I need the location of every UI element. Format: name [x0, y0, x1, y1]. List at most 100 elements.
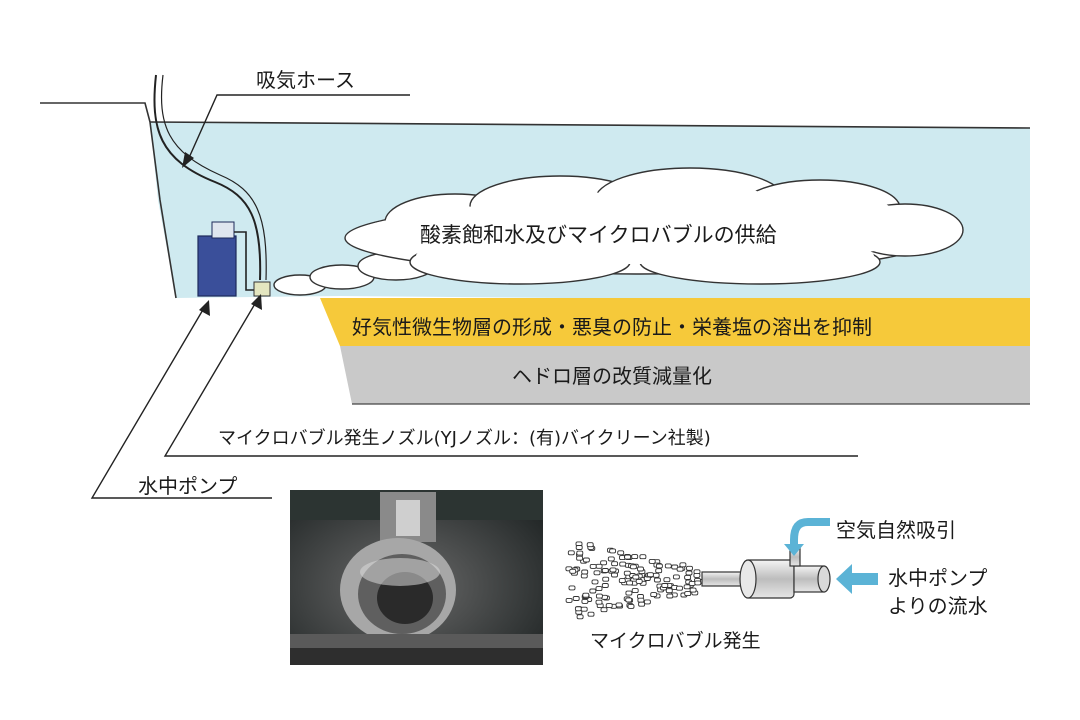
microbubble-dot	[636, 579, 642, 583]
sludge-layer-label: ヘドロ層の改質減量化	[512, 366, 712, 386]
microbubble-dot	[673, 575, 679, 579]
microbubble-dot	[596, 587, 602, 591]
microbubble-dot	[606, 604, 612, 608]
microbubble-dot	[632, 555, 638, 559]
intake-hose-label: 吸気ホース	[256, 70, 355, 90]
nozzle-photo	[290, 490, 543, 665]
microbubble-dot	[651, 593, 657, 597]
microbubble-dot	[610, 549, 616, 553]
microbubble-dot	[581, 607, 587, 611]
microbubble-dot	[619, 579, 625, 583]
microbubble-dot	[582, 570, 588, 574]
microbubble-dot	[620, 562, 626, 566]
microbubble-dot	[596, 564, 602, 568]
air-intake-label: 空気自然吸引	[836, 520, 956, 540]
microbubble-dots	[566, 542, 702, 619]
microbubble-dot	[695, 581, 701, 585]
pump-leader-line	[92, 308, 272, 498]
microbubble-dot	[640, 555, 646, 559]
microbubble-dot	[587, 543, 593, 547]
air-intake-arrowhead	[784, 544, 804, 556]
microbubble-dot	[677, 567, 683, 571]
microbubble-dot	[601, 608, 607, 612]
pump-flow-label-line1: 水中ポンプ	[888, 568, 987, 588]
microbubble-dot	[685, 575, 691, 579]
microbubble-dot	[653, 573, 659, 577]
microbubble-dot	[638, 598, 644, 602]
microbubble-dot	[616, 603, 622, 607]
microbubble-dot	[656, 564, 662, 568]
microbubble-dot	[592, 580, 598, 584]
microbubble-dot	[590, 564, 596, 568]
microbubble-dot	[647, 573, 653, 577]
microbubble-dot	[685, 592, 691, 596]
microbubble-dot	[625, 555, 631, 559]
microbubble-dot	[569, 586, 575, 590]
microbubble-dot	[588, 612, 594, 616]
microbubble-dot	[626, 598, 632, 602]
microbubble-dot	[665, 564, 671, 568]
microbubble-dot	[602, 569, 608, 573]
microbubble-dot	[608, 557, 614, 561]
microbubble-dot	[687, 566, 693, 570]
microbubble-dot	[654, 578, 660, 582]
nozzle-label: マイクロバブル発生ノズル(YJノズル：(有)バイクリーン社製)	[218, 430, 711, 448]
microbubble-dot	[680, 563, 686, 567]
microbubble-dot	[632, 589, 638, 593]
microbubble-dot	[694, 573, 700, 577]
nozzle-schematic	[702, 548, 830, 598]
microbubble-dot	[626, 591, 632, 595]
microbubble-dot	[590, 589, 596, 593]
microbubble-dot	[581, 574, 587, 578]
microbubble-dot	[677, 586, 683, 590]
microbubble-dot	[596, 600, 602, 604]
microbubble-dot	[627, 581, 633, 585]
pump-label: 水中ポンプ	[138, 476, 237, 496]
pump-flow-label-line2: よりの流水	[888, 596, 988, 616]
microbubble-dot	[690, 588, 696, 592]
microbubble-dot	[577, 551, 583, 555]
microbubble-dot	[618, 551, 624, 555]
microbubble-dot	[596, 594, 602, 598]
microbubble-dot	[666, 589, 672, 593]
microbubble-dot	[568, 551, 574, 555]
microbubble-dot	[689, 581, 695, 585]
microbubble-dot	[575, 607, 581, 611]
microbubble-dot	[602, 584, 608, 588]
microbubble-dot	[644, 600, 650, 604]
pump-flow-arrow-shaft	[850, 573, 878, 585]
microbubble-dot	[684, 585, 690, 589]
microbubble-dot	[576, 546, 582, 550]
bubble-generation-label: マイクロバブル発生	[590, 632, 761, 651]
microbubble-dot	[577, 615, 583, 619]
microbubble-dot	[583, 558, 589, 562]
microbubble-dot	[624, 571, 630, 575]
nozzle-body	[254, 282, 270, 296]
microbubble-dot	[667, 594, 673, 598]
microbubble-dot	[649, 559, 655, 563]
microbubble-dot	[594, 571, 600, 575]
shore-left	[40, 103, 150, 122]
aerobic-layer-label: 好気性微生物層の形成・悪臭の防止・栄養塩の溶出を抑制	[352, 317, 872, 337]
air-intake-arrow	[794, 522, 830, 546]
microbubble-dot	[633, 575, 639, 579]
microbubble-dot	[577, 556, 583, 560]
microbubble-dot	[664, 578, 670, 582]
microbubble-dot	[662, 584, 668, 588]
pump-body	[198, 236, 236, 296]
microbubble-dot	[612, 573, 618, 577]
microbubble-dot	[639, 602, 645, 606]
microbubble-dot	[566, 598, 572, 602]
pump-flow-arrowhead	[836, 564, 852, 594]
microbubble-dot	[603, 577, 609, 581]
microbubble-dot	[686, 571, 692, 575]
microbubble-dot	[656, 569, 662, 573]
microbubble-dot	[638, 567, 644, 571]
microbubble-dot	[630, 565, 636, 569]
supply-label: 酸素飽和水及びマイクロバブルの供給	[420, 225, 777, 246]
microbubble-dot	[583, 593, 589, 597]
microbubble-dot	[573, 597, 579, 601]
pump-cap	[212, 222, 234, 238]
microbubble-dot	[628, 604, 634, 608]
microbubble-dot	[612, 562, 618, 566]
